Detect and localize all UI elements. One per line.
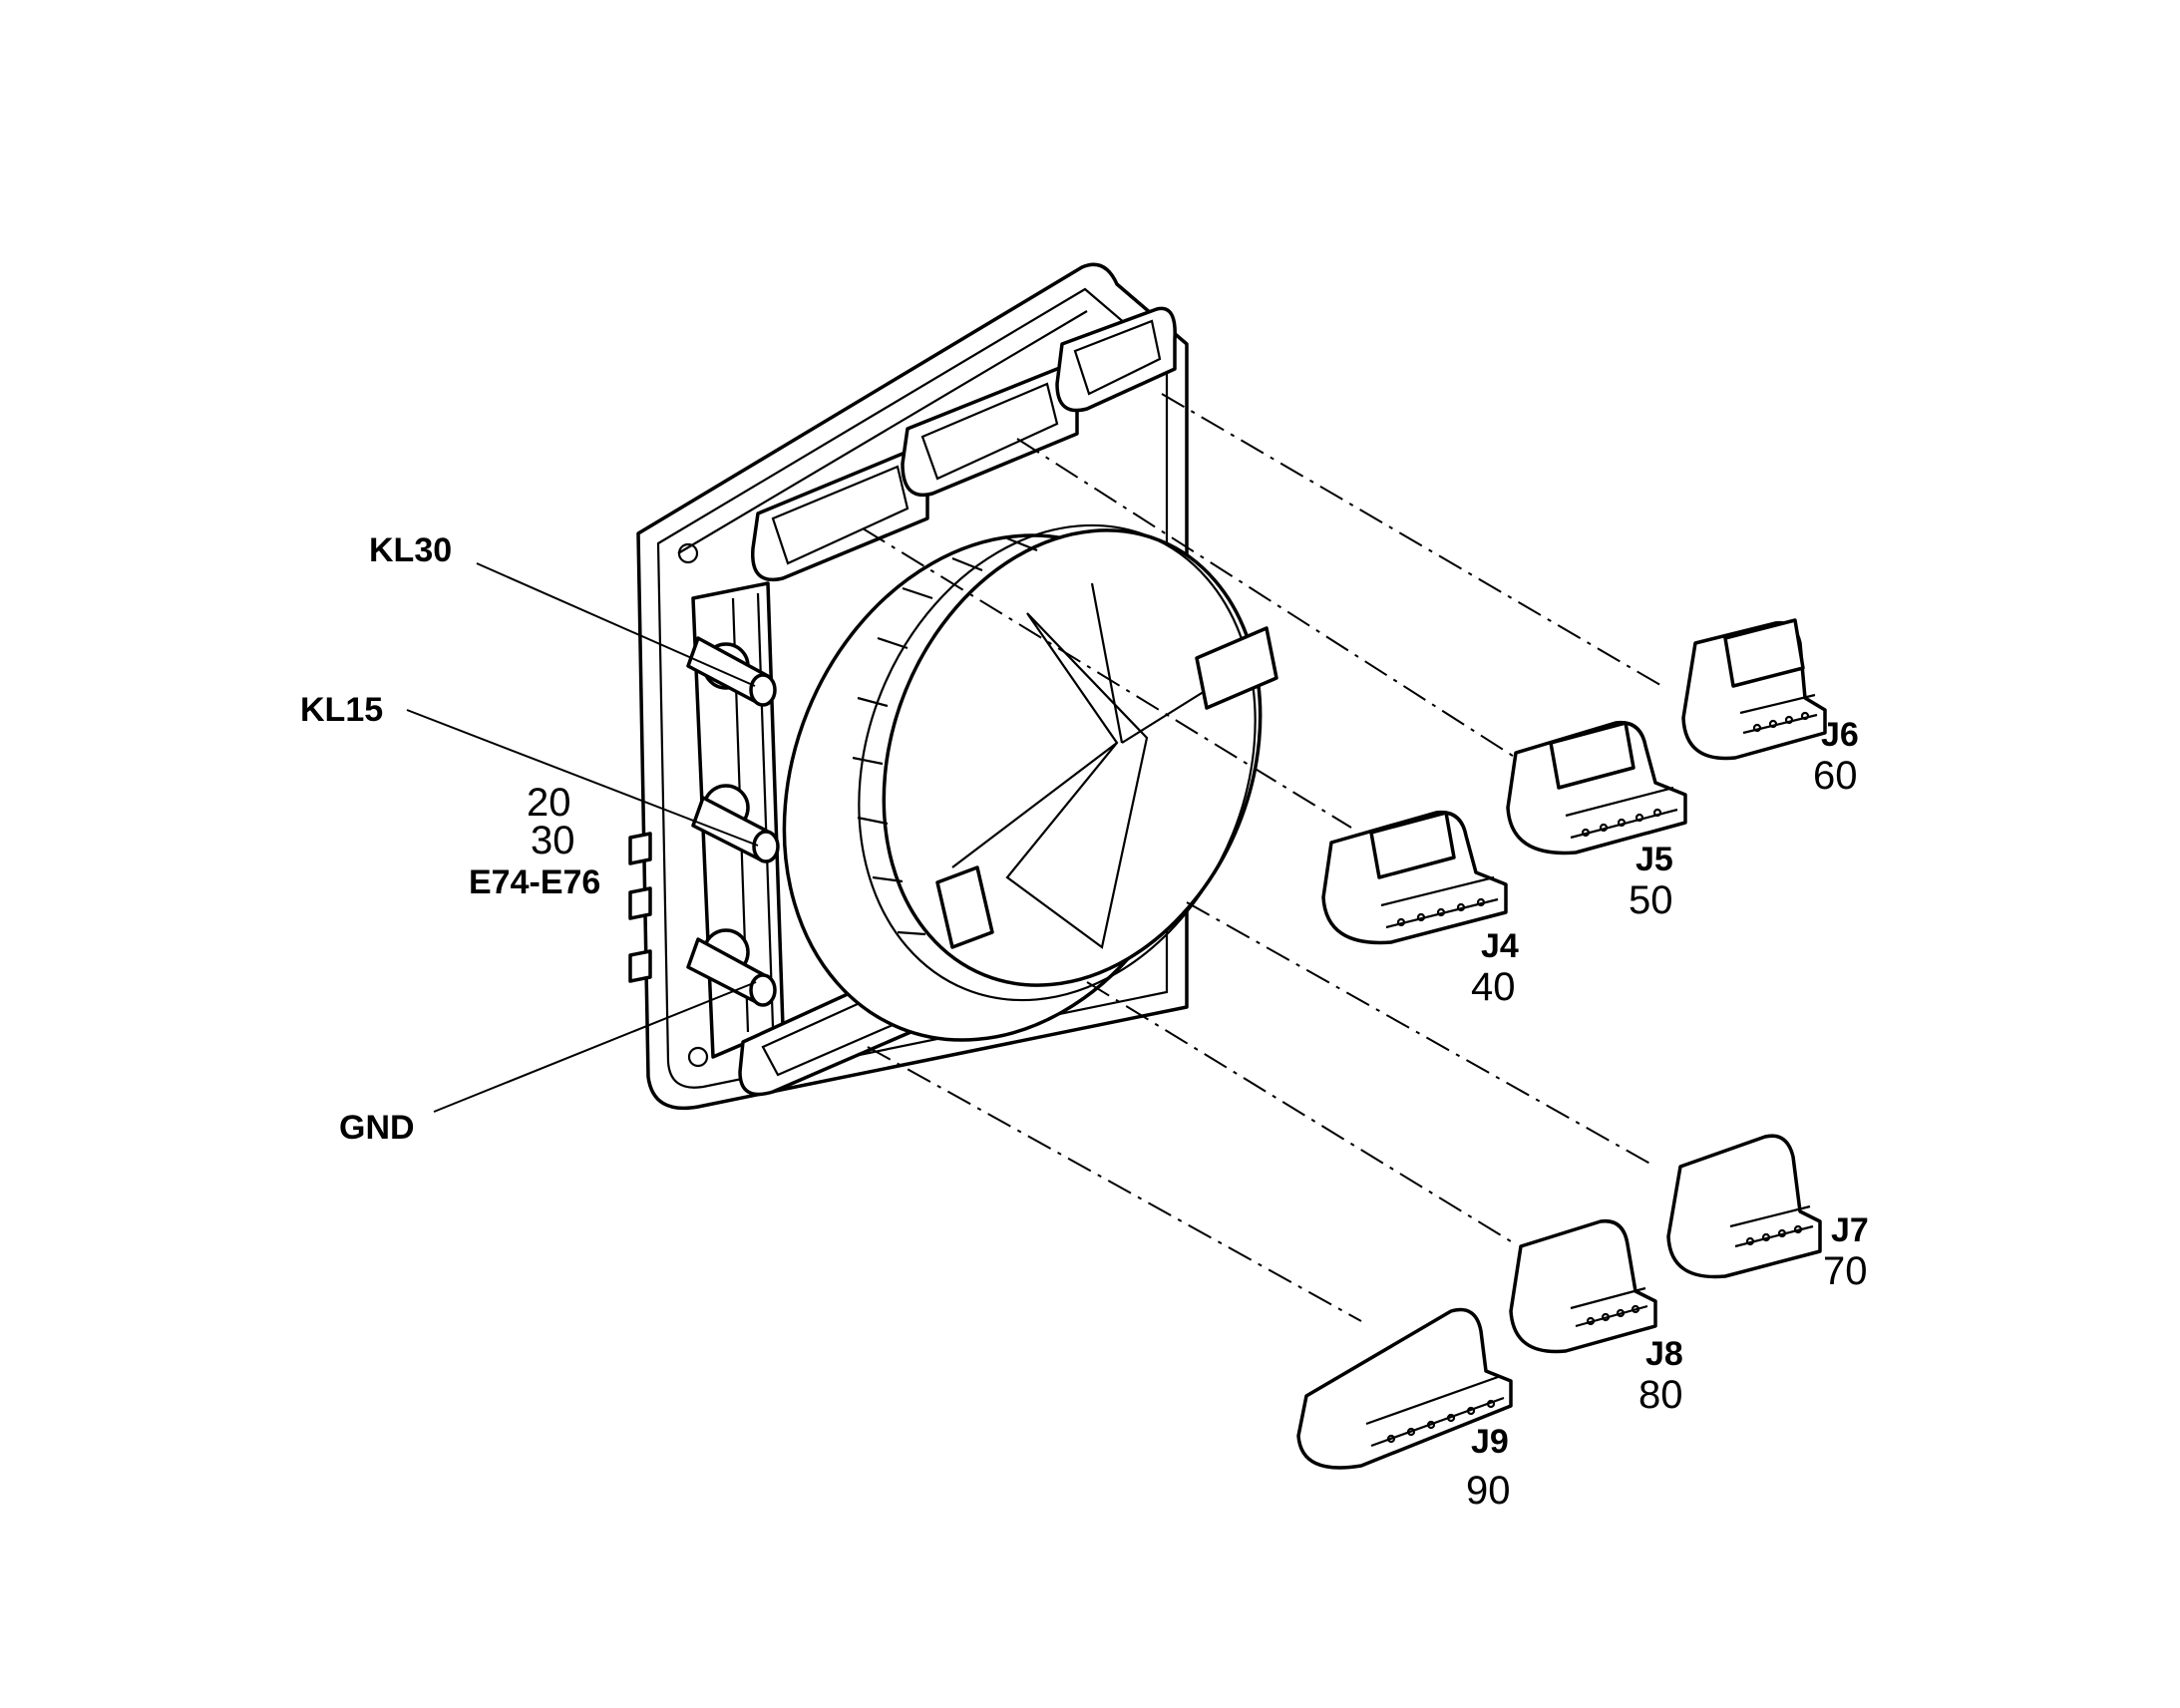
connector-j7[interactable] bbox=[1666, 1134, 1822, 1279]
connector-j5[interactable] bbox=[1506, 720, 1687, 855]
projection-j6 bbox=[1161, 393, 1666, 689]
projection-j4 bbox=[862, 527, 1352, 829]
stud-gnd bbox=[686, 937, 777, 1007]
connector-j8-id: J8 bbox=[1645, 1335, 1683, 1373]
connector-j9-id: J9 bbox=[1471, 1423, 1509, 1461]
connector-j7-id: J7 bbox=[1831, 1211, 1869, 1249]
round-fuse-housing bbox=[782, 523, 1278, 1042]
connector-j6-code: 60 bbox=[1813, 754, 1858, 798]
stud-kl15 bbox=[691, 796, 780, 863]
connector-j6[interactable] bbox=[1681, 618, 1827, 761]
socket-top-3 bbox=[1055, 306, 1177, 413]
projection-j7 bbox=[1186, 901, 1656, 1168]
stud-kl30 bbox=[686, 636, 777, 707]
connector-j8-code: 80 bbox=[1638, 1373, 1683, 1417]
label-ref-30: 30 bbox=[531, 819, 575, 862]
label-kl30: KL30 bbox=[369, 531, 452, 569]
projection-j8 bbox=[1086, 981, 1512, 1242]
connector-j7-code: 70 bbox=[1823, 1249, 1868, 1293]
leader-gnd bbox=[433, 981, 757, 1113]
connector-j5-code: 50 bbox=[1629, 878, 1673, 922]
connector-j9[interactable] bbox=[1296, 1307, 1513, 1470]
connector-j9-code: 90 bbox=[1466, 1469, 1511, 1513]
connector-j4-code: 40 bbox=[1471, 965, 1516, 1009]
projection-j9 bbox=[867, 1046, 1362, 1322]
connector-j4-id: J4 bbox=[1481, 927, 1519, 965]
connector-j8[interactable] bbox=[1509, 1218, 1657, 1354]
leader-kl15 bbox=[406, 709, 759, 847]
connector-j4[interactable] bbox=[1321, 810, 1508, 945]
projection-j5 bbox=[1016, 438, 1517, 759]
label-gnd: GND bbox=[339, 1109, 415, 1147]
connector-j5-id: J5 bbox=[1635, 841, 1673, 878]
label-e74-e76: E74-E76 bbox=[469, 863, 600, 901]
connector-j6-id: J6 bbox=[1821, 716, 1859, 754]
label-kl15: KL15 bbox=[300, 691, 383, 729]
leader-kl30 bbox=[476, 562, 756, 687]
label-ref-20: 20 bbox=[527, 781, 571, 825]
